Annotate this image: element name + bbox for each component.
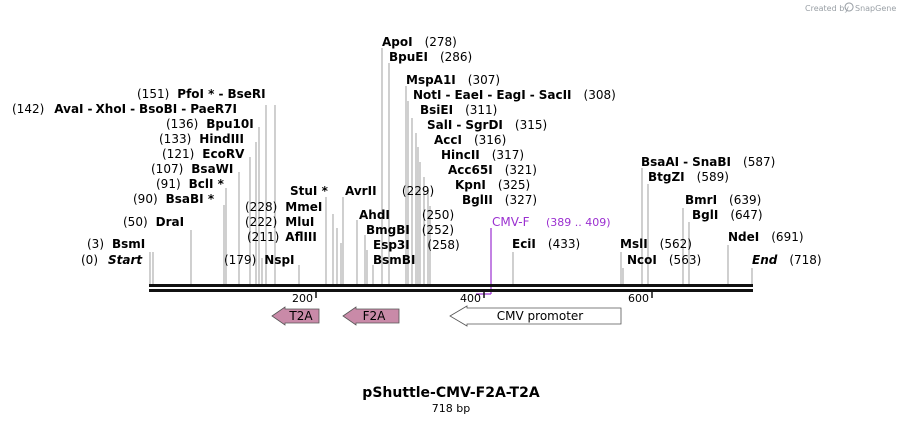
- snapgene-logo-icon: [844, 2, 854, 12]
- feature-label: T2A: [288, 309, 313, 323]
- site-labels-left: (0)Start (3)BsmI (50)DraI (90)BsaBI * (9…: [12, 87, 377, 267]
- site-bcli[interactable]: (91)BclI *: [156, 177, 225, 191]
- map-title: pShuttle-CMV-F2A-T2A: [362, 385, 540, 401]
- primer-cmv-f[interactable]: CMV-F (389 .. 409): [476, 215, 611, 295]
- watermark-brand: SnapGene: [855, 4, 896, 13]
- dna-backbone: [149, 284, 753, 292]
- site-nspi[interactable]: (179)NspI: [224, 253, 295, 267]
- site-esp3i[interactable]: Esp3I(252): [373, 223, 454, 252]
- site-ecii[interactable]: EciI(433): [512, 237, 580, 251]
- site-msli[interactable]: MslI(562): [620, 237, 692, 251]
- watermark: Created by SnapGene: [805, 2, 896, 13]
- site-leader-lines: [149, 48, 753, 284]
- site-acc65i[interactable]: Acc65I(321): [448, 163, 537, 177]
- site-start[interactable]: (0)Start: [81, 253, 143, 267]
- site-mspa1i[interactable]: MspA1I(307): [406, 73, 500, 87]
- site-ahdi[interactable]: AhdI(229): [359, 184, 434, 222]
- site-bsmbi[interactable]: BsmBI(258): [373, 238, 460, 267]
- site-apoi[interactable]: ApoI(278): [382, 35, 457, 49]
- site-noti-group[interactable]: NotI-EaeI-EagI-SacII(308): [413, 88, 616, 102]
- tick-200: 200: [292, 292, 313, 305]
- site-bmgbi[interactable]: BmgBI(250): [366, 208, 454, 237]
- site-pfoi-group[interactable]: (151)PfoI *-BseRI: [137, 87, 266, 101]
- site-bsaai-group[interactable]: BsaAI-SnaBI(587): [641, 155, 775, 169]
- site-afliii[interactable]: (211)AflIII: [247, 230, 317, 244]
- feature-cmv-promoter[interactable]: CMV promoter: [449, 305, 622, 327]
- site-bmri[interactable]: BmrI(639): [685, 193, 761, 207]
- tick-400: 400: [460, 292, 481, 305]
- map-length: 718 bp: [432, 402, 470, 415]
- feature-t2a[interactable]: T2A: [271, 306, 320, 326]
- site-mmei[interactable]: (228)MmeI: [245, 200, 322, 214]
- site-avrii[interactable]: AvrII: [345, 184, 377, 198]
- site-drai[interactable]: (50)DraI: [123, 215, 184, 229]
- site-end[interactable]: End(718): [752, 253, 822, 267]
- site-bsmi[interactable]: (3)BsmI: [87, 237, 145, 251]
- site-ncoi[interactable]: NcoI(563): [627, 253, 701, 267]
- site-btgzi[interactable]: BtgZI(589): [648, 170, 729, 184]
- site-ecorv[interactable]: (121)EcoRV: [162, 147, 245, 161]
- feature-label: F2A: [363, 309, 387, 323]
- site-labels-right: MslI(562) NcoI(563) BsaAI-SnaBI(587) Btg…: [620, 155, 822, 267]
- site-stui[interactable]: StuI *: [290, 184, 329, 198]
- site-bsabi[interactable]: (90)BsaBI *: [133, 192, 215, 206]
- watermark-created-by: Created by: [805, 4, 849, 13]
- scale-ticks: 200 400 600: [292, 289, 653, 305]
- primer-name: CMV-F: [492, 215, 530, 229]
- feature-f2a[interactable]: F2A: [342, 306, 400, 326]
- primer-range: (389 .. 409): [546, 216, 611, 229]
- site-mlui[interactable]: (222)MluI: [245, 215, 314, 229]
- site-ndei[interactable]: NdeI(691): [728, 230, 804, 244]
- site-kpni[interactable]: KpnI(325): [455, 178, 530, 192]
- site-bgli[interactable]: BglI(647): [692, 208, 763, 222]
- tick-600: 600: [628, 292, 649, 305]
- site-bsiei[interactable]: BsiEI(311): [420, 103, 497, 117]
- site-bpu10i[interactable]: (136)Bpu10I: [166, 117, 254, 131]
- site-sali-group[interactable]: SalI-SgrDI(315): [427, 118, 547, 132]
- site-avai-group[interactable]: (142)AvaI-XhoI-BsoBI-PaeR7I: [12, 102, 237, 116]
- site-hincii[interactable]: HincII(317): [441, 148, 524, 162]
- site-bglii[interactable]: BglII(327): [462, 193, 537, 207]
- site-labels-center: ApoI(278) BpuEI(286) MspA1I(307) NotI-Ea…: [359, 35, 616, 267]
- site-hindiii[interactable]: (133)HindIII: [159, 132, 244, 146]
- site-acci[interactable]: AccI(316): [434, 133, 506, 147]
- feature-label: CMV promoter: [497, 309, 584, 323]
- site-bpuei[interactable]: BpuEI(286): [389, 50, 472, 64]
- site-bsawi[interactable]: (107)BsaWI: [151, 162, 233, 176]
